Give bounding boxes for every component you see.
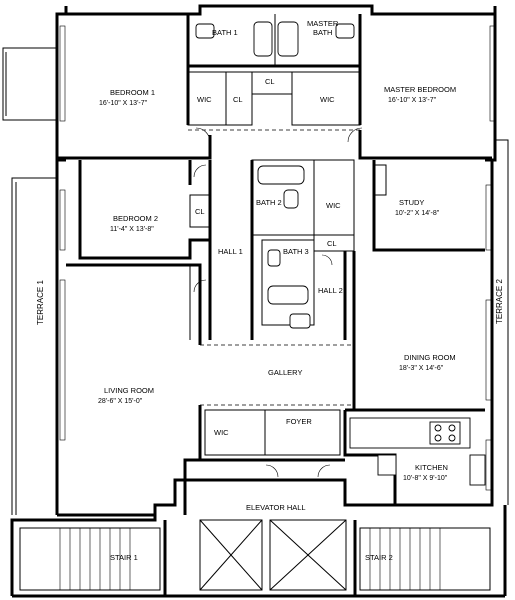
terrace2-label: TERRACE 2 <box>495 279 504 324</box>
wic-master-label: WIC <box>320 95 335 104</box>
door-swings <box>193 127 363 478</box>
master-bedroom-label: MASTER BEDROOM <box>384 85 456 94</box>
study-label: STUDY <box>399 198 424 207</box>
master-bedroom-dims: 16'-10" X 13'-7" <box>388 97 437 104</box>
kitchen-dims: 10'-8" X 9'-10" <box>403 475 448 482</box>
dining-room-dims: 18'-3" X 14'-6" <box>399 365 444 372</box>
stair1-label: STAIR 1 <box>110 553 138 562</box>
bath2-label: BATH 2 <box>256 198 282 207</box>
bedroom1-label: BEDROOM 1 <box>110 88 155 97</box>
living-room-label: LIVING ROOM <box>104 386 154 395</box>
gallery-label: GALLERY <box>268 368 302 377</box>
stair2-label: STAIR 2 <box>365 553 393 562</box>
living-room-dims: 28'-6" X 15'-0" <box>98 398 143 405</box>
foyer-label: FOYER <box>286 417 312 426</box>
windows <box>59 25 496 491</box>
hall1-label: HALL 1 <box>218 247 243 256</box>
kitchen-label: KITCHEN <box>415 463 448 472</box>
hall2-label: HALL 2 <box>318 286 343 295</box>
cl-bed2-label: CL <box>195 207 205 216</box>
master-bath-label-line2: BATH <box>313 28 332 37</box>
bedroom2-dims: 11'-4" X 13'-8" <box>110 226 154 233</box>
study-dims: 10'-2" X 14'-8" <box>395 210 440 217</box>
terrace-outlines <box>2 47 509 515</box>
cl-mid-label: CL <box>327 239 337 248</box>
stair-1-treads <box>19 527 161 591</box>
terrace1-label: TERRACE 1 <box>36 280 45 325</box>
cl-center-label: CL <box>265 77 275 86</box>
kitchen-fixtures <box>349 417 486 486</box>
wic-left-label: WIC <box>197 95 212 104</box>
master-bath-label-line1: MASTER <box>307 19 339 28</box>
bathroom-fixtures <box>195 21 355 329</box>
dining-room-label: DINING ROOM <box>404 353 456 362</box>
bedroom1-dims: 16'-10" X 13'-7" <box>99 100 148 107</box>
interior-walls <box>57 14 492 596</box>
wic-mid-label: WIC <box>326 201 341 210</box>
wic-foyer-label: WIC <box>214 428 229 437</box>
bath3-label: BATH 3 <box>283 247 309 256</box>
elevator-hall-label: ELEVATOR HALL <box>246 503 306 512</box>
bedroom2-label: BEDROOM 2 <box>113 214 158 223</box>
stair-2-treads <box>359 527 491 591</box>
cl-left-label: CL <box>233 95 243 104</box>
bath1-label: BATH 1 <box>212 28 238 37</box>
